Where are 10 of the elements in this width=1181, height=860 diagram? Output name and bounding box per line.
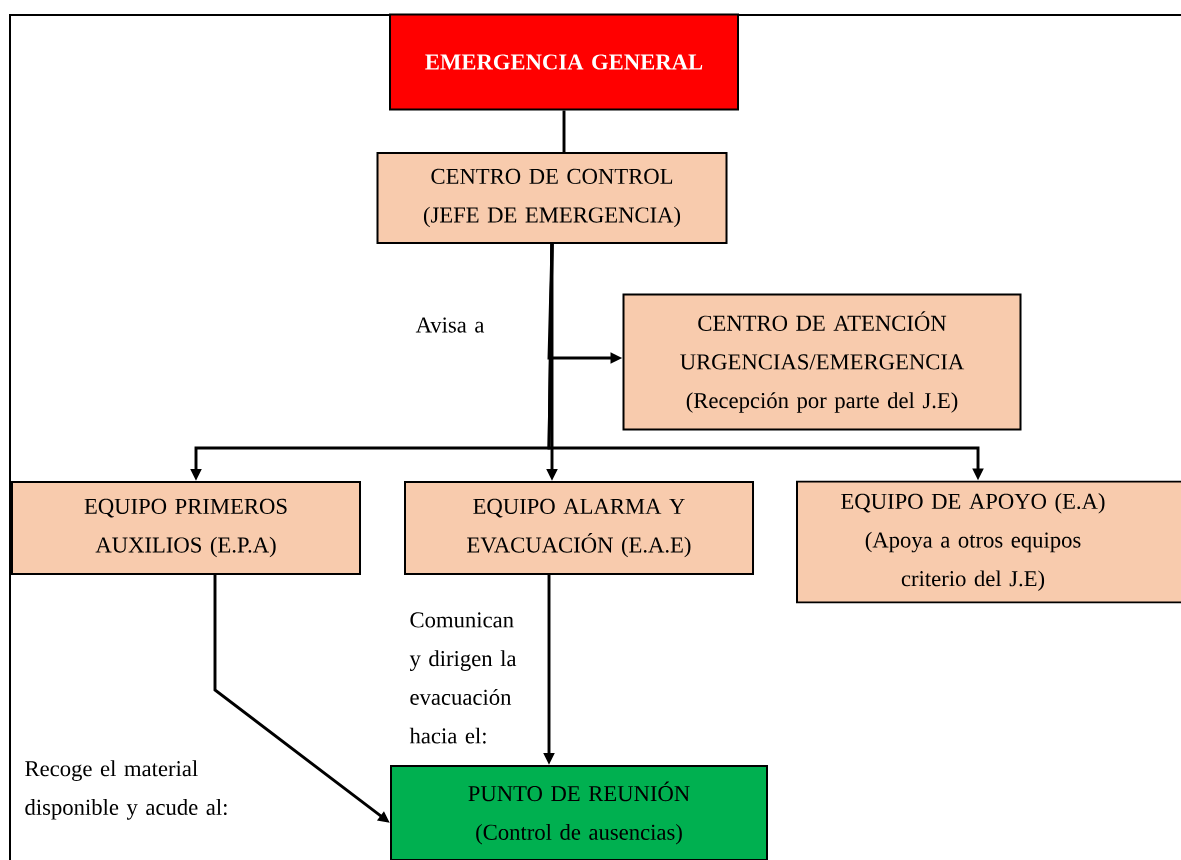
edge-label: Recoge el material disponible y acude al: <box>25 760 227 820</box>
process-box: CENTRO DE ATENCIÓN URGENCIAS/EMERGENCIA (Recepción por parte del J.E) <box>622 293 1022 431</box>
process-box: CENTRO DE CONTROL (JEFE DE EMERGENCIA) <box>376 152 728 244</box>
process-box: PUNTO DE REUNIÓN (Control de ausencias) <box>390 765 768 860</box>
edge-label: Avisa a <box>415 317 485 333</box>
process-box: EQUIPO DE APOYO (E.A) (Apoya a otros equipos criterio del J.E) <box>796 480 1181 604</box>
process-box: EQUIPO ALARMA Y EVACUACIÓN (E.A.E) <box>404 481 754 575</box>
process-box: EMERGENCIA GENERAL <box>389 13 739 111</box>
process-box: EQUIPO PRIMEROS AUXILIOS (E.P.A) <box>11 481 361 575</box>
edge-label: Comunican y dirigen la evacuación hacia el: <box>409 612 517 744</box>
